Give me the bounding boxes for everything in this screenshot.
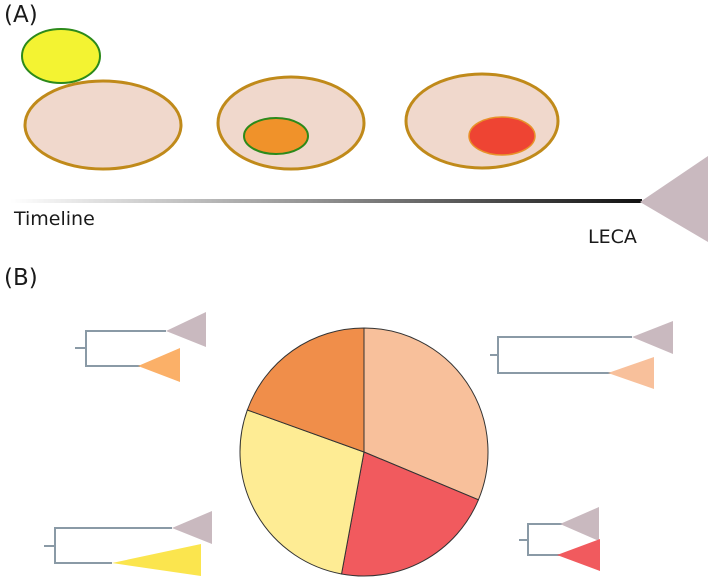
free-living-microbe <box>21 28 101 84</box>
tree-bottom-left <box>44 527 172 564</box>
clade-top-right-grey-triangle <box>632 321 673 354</box>
leca-triangle <box>640 156 708 242</box>
timeline-label: Timeline <box>14 208 95 230</box>
endosymbiont-orange <box>243 117 309 155</box>
pie-slice-peach <box>363 327 489 501</box>
clade-top-left-grey-triangle <box>166 312 206 347</box>
clade-top-right-peach-triangle <box>608 357 654 389</box>
pie-slice-red <box>340 451 480 577</box>
pie-slice-orange <box>246 327 365 453</box>
clade-bottom-left-yellow-triangle <box>112 544 201 576</box>
clade-bottom-right-red-triangle <box>557 539 600 571</box>
endosymbiont-red <box>468 116 536 156</box>
clade-bottom-right-grey-triangle <box>560 507 599 541</box>
leca-label: LECA <box>588 226 637 248</box>
pie-slice-yellow <box>239 409 365 575</box>
tree-top-left <box>75 330 166 367</box>
pie-chart <box>239 327 489 577</box>
host-cell-1 <box>23 79 183 171</box>
clade-top-left-orange-triangle <box>138 348 180 382</box>
clade-bottom-left-grey-triangle <box>172 511 212 544</box>
timeline-bar <box>10 199 642 203</box>
panel-a-label: (A) <box>4 2 38 28</box>
tree-bottom-right <box>519 523 562 556</box>
panel-b-label: (B) <box>4 265 38 291</box>
tree-top-right <box>490 336 632 374</box>
